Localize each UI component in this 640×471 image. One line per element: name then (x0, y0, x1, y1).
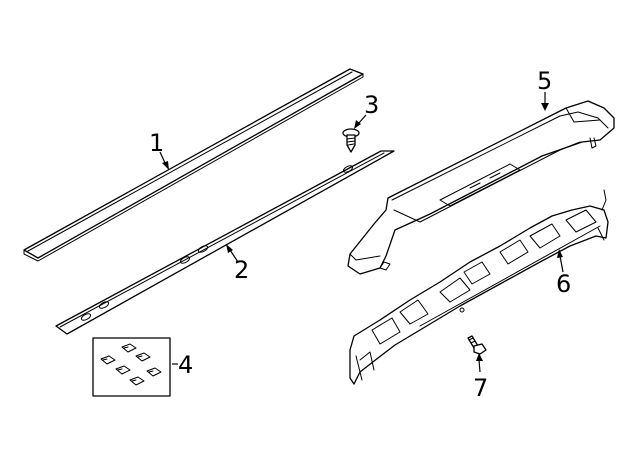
part-1-molding-strip[interactable] (23, 68, 364, 262)
clip-icon (100, 343, 162, 386)
callout-5: 5 (537, 67, 552, 95)
callout-2: 2 (234, 256, 249, 284)
callout-7: 7 (473, 374, 488, 402)
part-4-clip-kit[interactable] (92, 337, 171, 397)
part-5-cover[interactable] (347, 100, 615, 275)
callout-6: 6 (556, 270, 571, 298)
part-3-screw[interactable] (342, 128, 360, 153)
callout-4: 4 (178, 351, 193, 379)
part-2-trim-strip[interactable] (55, 150, 395, 335)
part-7-bolt[interactable] (467, 335, 487, 355)
part-6-bracket[interactable] (349, 189, 609, 385)
leader-lines (159, 92, 564, 373)
callout-1: 1 (149, 129, 164, 157)
callout-3: 3 (364, 91, 379, 119)
